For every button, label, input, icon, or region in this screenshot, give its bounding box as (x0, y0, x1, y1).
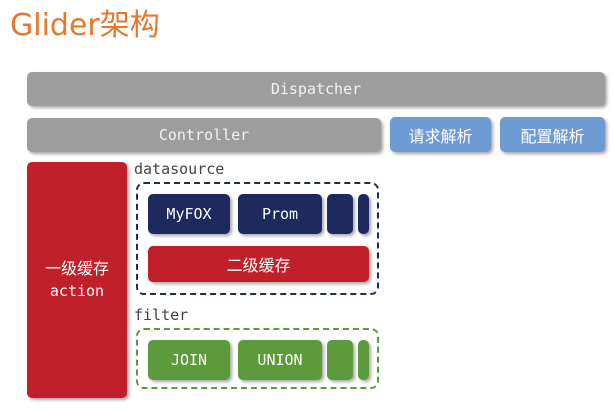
controller-bar: Controller (27, 118, 381, 152)
config-parse-box: 配置解析 (500, 117, 605, 152)
request-parse-box: 请求解析 (390, 117, 491, 152)
datasource-extra-sliver (358, 194, 369, 234)
second-level-cache-box: 二级缓存 (148, 246, 369, 282)
slide-title: Glider架构 (10, 8, 160, 43)
union-box: UNION (238, 340, 322, 380)
action-label: action (49, 282, 105, 300)
datasource-label: datasource (134, 160, 225, 178)
filter-label: filter (134, 306, 189, 324)
first-level-cache-box: 一级缓存 action (27, 162, 127, 398)
prom-box: Prom (238, 194, 322, 234)
datasource-extra-block (327, 194, 353, 234)
first-level-cache-label: 一级缓存 (44, 259, 109, 278)
dispatcher-bar: Dispatcher (27, 72, 605, 106)
filter-extra-sliver (358, 340, 369, 380)
filter-extra-block (327, 340, 353, 380)
datasource-group (136, 182, 379, 295)
join-box: JOIN (148, 340, 230, 380)
myfox-box: MyFOX (148, 194, 230, 234)
filter-group (136, 328, 379, 389)
